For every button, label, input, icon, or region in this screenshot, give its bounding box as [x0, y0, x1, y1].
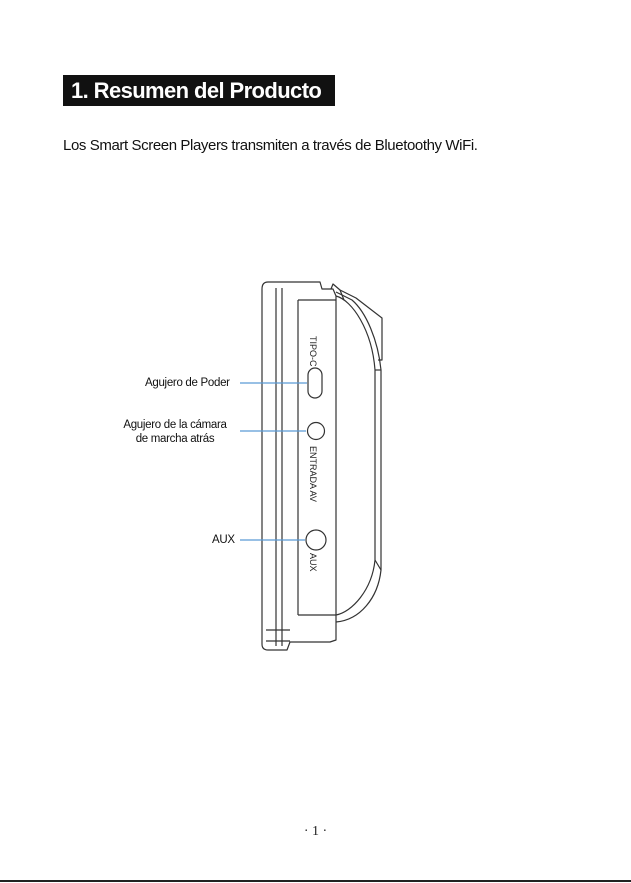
callout-power-hole: Agujero de Poder — [145, 376, 230, 390]
callout-reverse-camera-line1: Agujero de la cámara — [112, 418, 238, 432]
callout-reverse-camera-hole: Agujero de la cámara de marcha atrás — [112, 418, 238, 446]
callout-reverse-camera-line2: de marcha atrás — [112, 432, 238, 446]
port-label-av-in: ENTRADA AV — [308, 446, 318, 502]
page-number: · 1 · — [0, 824, 631, 840]
port-label-aux: AUX — [308, 553, 318, 572]
bottom-rule — [0, 880, 631, 882]
port-label-type-c: TIPO-C — [308, 336, 318, 367]
callout-aux: AUX — [212, 533, 235, 547]
device-outline — [262, 282, 382, 650]
leader-lines — [240, 383, 307, 540]
